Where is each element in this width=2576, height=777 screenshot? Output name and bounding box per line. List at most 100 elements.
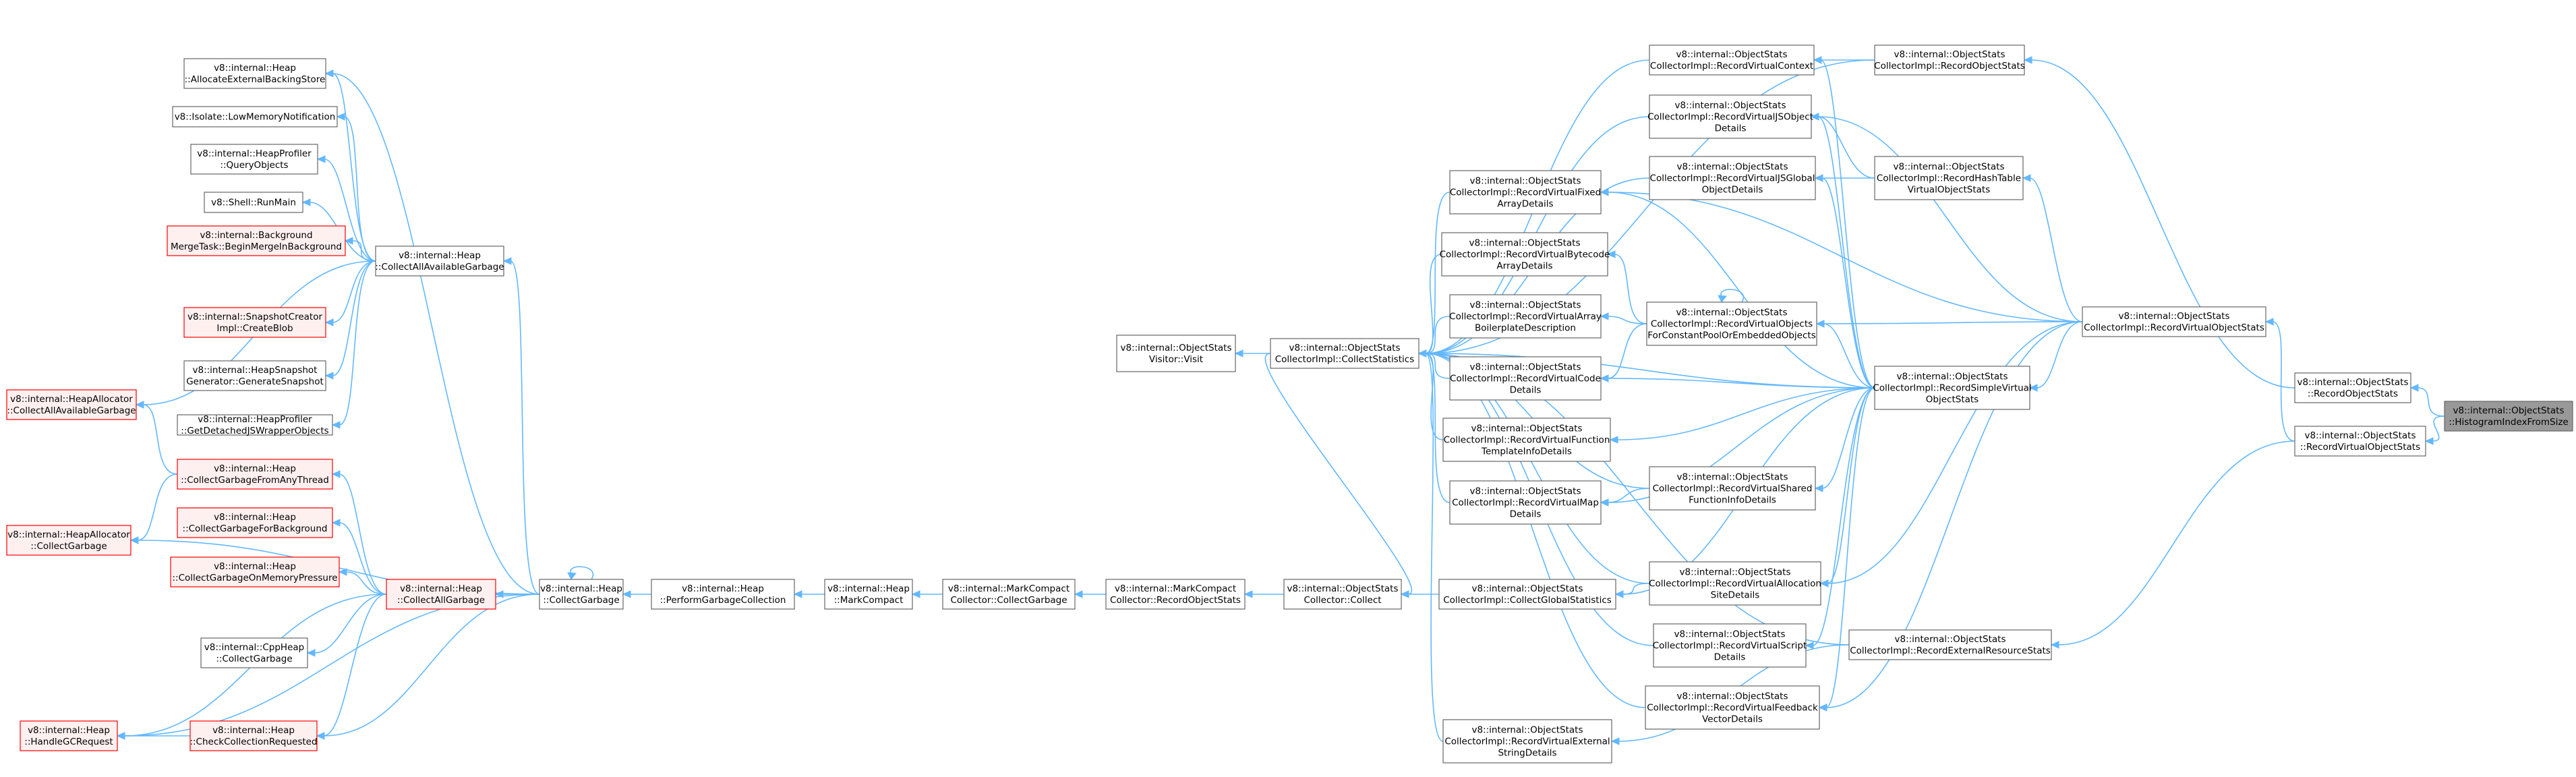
node-os_recordobjectstats[interactable]: v8::internal::ObjectStats::RecordObjectS… (2294, 372, 2411, 403)
edge-osci_recordobjectstats-to-os_recordobjectstats (2023, 56, 2295, 388)
node-osci_recordvirtualallocation[interactable]: v8::internal::ObjectStatsCollectorImpl::… (1649, 561, 1821, 606)
node-osci_recordvirtualfixed[interactable]: v8::internal::ObjectStatsCollectorImpl::… (1449, 170, 1602, 214)
node-heap_performgc[interactable]: v8::internal::Heap::PerformGarbageCollec… (651, 579, 795, 610)
node-label: CollectorImpl::RecordVirtualFeedback (1647, 703, 1818, 714)
edge-background_merge-to-heap_collectallavailable (344, 237, 376, 262)
edge-heap_collectgarbage-to-heap_performgc (622, 590, 651, 598)
node-label: v8::internal::ObjectStats (1471, 424, 1583, 434)
edge-heap_collectfromanythread-to-heap_collectallgarbage (331, 470, 387, 595)
node-osci_recordvirtualcode[interactable]: v8::internal::ObjectStatsCollectorImpl::… (1449, 356, 1602, 401)
node-label: v8::internal::ObjectStats (1469, 238, 1581, 249)
node-label: v8::internal::ObjectStats (1675, 100, 1786, 111)
node-label: CollectorImpl::RecordObjectStats (1874, 61, 2025, 71)
node-heap_collectallavailable[interactable]: v8::internal::Heap::CollectAllAvailableG… (375, 246, 504, 277)
node-osci_recordvirtualarray[interactable]: v8::internal::ObjectStatsCollectorImpl::… (1449, 294, 1602, 339)
node-osc_collect[interactable]: v8::internal::ObjectStatsCollector::Coll… (1283, 579, 1402, 610)
node-label: v8::internal::Heap (827, 583, 910, 594)
edge-osci_recordvirtualscript-to-osci_recordsimplevirtual (1805, 387, 1875, 650)
node-label: Details (1714, 652, 1746, 663)
node-osci_recordvirtualfunction[interactable]: v8::internal::ObjectStatsCollectorImpl::… (1442, 418, 1611, 462)
node-os_recordvirtualobjectstats[interactable]: v8::internal::ObjectStats::RecordVirtual… (2294, 426, 2426, 457)
node-heapprofiler_query[interactable]: v8::internal::HeapProfiler::QueryObjects (190, 144, 318, 175)
node-osci_recordvirtualshared[interactable]: v8::internal::ObjectStatsCollectorImpl::… (1649, 466, 1816, 511)
node-label: v8::internal::Heap (212, 725, 295, 736)
node-osci_recordvirtualobjectstats[interactable]: v8::internal::ObjectStatsCollectorImpl::… (2082, 306, 2266, 337)
node-heap_collectfromanythread[interactable]: v8::internal::Heap::CollectGarbageFromAn… (177, 459, 333, 490)
node-osci_recordvirtualexternalstring[interactable]: v8::internal::ObjectStatsCollectorImpl::… (1442, 719, 1612, 764)
edge-osci_recordvirtualmap-to-osci_recordvirtualshared (1600, 488, 1650, 507)
node-label: v8::Shell::RunMain (211, 198, 296, 208)
node-label: ::QueryObjects (220, 160, 288, 171)
node-snapshot_createblob[interactable]: v8::internal::SnapshotCreatorImpl::Creat… (183, 307, 326, 338)
node-label: ::CollectAllAvailableGarbage (375, 262, 504, 272)
edge-osci_recordvirtualallocation-to-osci_recordsimplevirtual (1819, 387, 1875, 587)
node-shell_runmain[interactable]: v8::Shell::RunMain (204, 192, 303, 213)
node-heapallocator_collectallavailable[interactable]: v8::internal::HeapAllocator::CollectAllA… (6, 389, 137, 420)
node-root[interactable]: v8::internal::ObjectStats::HistogramInde… (2444, 401, 2573, 432)
node-label: v8::internal::Heap (400, 583, 482, 594)
node-label: ArrayDetails (1497, 199, 1553, 210)
edge-osci_recordvirtualshared-to-osci_recordsimplevirtual (1814, 387, 1875, 492)
node-isolate_lowmemory[interactable]: v8::Isolate::LowMemoryNotification (172, 106, 338, 127)
edge-osci_recordvirtualcode-to-osci_recordvirtualobjectsforconstantpool (1600, 323, 1647, 382)
node-label: v8::internal::ObjectStats (2119, 311, 2230, 322)
edge-os_recordvirtualobjectstats-to-root (2424, 415, 2445, 445)
node-osci_recordvirtualscript[interactable]: v8::internal::ObjectStatsCollectorImpl::… (1653, 623, 1807, 668)
node-label: v8::internal::Heap (28, 725, 110, 736)
node-label: v8::Isolate::LowMemoryNotification (175, 112, 336, 123)
node-label: v8::internal::ObjectStats (1894, 49, 2006, 60)
node-label: ObjectStats (1926, 395, 1979, 405)
node-heap_allocateexternal[interactable]: v8::internal::Heap::AllocateExternalBack… (183, 58, 326, 89)
edge-osci_collectstatistics-to-osci_recordvirtualfunction (1417, 349, 1444, 440)
node-label: VirtualObjectStats (1908, 185, 1991, 196)
edge-osci_recordvirtualjsglobal-to-osci_recordsimplevirtual (1814, 174, 1875, 388)
edge-cppheap_collectgarbage-to-heap_collectallgarbage (306, 594, 387, 657)
node-label: ::HistogramIndexFromSize (2449, 417, 2568, 428)
node-heap_collectonmemorypressure[interactable]: v8::internal::Heap::CollectGarbageOnMemo… (170, 556, 340, 587)
node-osci_collectstatistics[interactable]: v8::internal::ObjectStatsCollectorImpl::… (1270, 338, 1419, 369)
node-cppheap_collectgarbage[interactable]: v8::internal::CppHeap::CollectGarbage (200, 637, 308, 668)
node-background_merge[interactable]: v8::internal::BackgroundMergeTask::Begin… (167, 225, 346, 256)
edge-heap_collectonmemorypressure-to-heap_collectallgarbage (338, 568, 387, 595)
node-heapsnapshot_generate[interactable]: v8::internal::HeapSnapshotGenerator::Gen… (183, 360, 326, 391)
node-label: ObjectDetails (1702, 185, 1763, 196)
node-label: v8::internal::ObjectStats (1897, 372, 2008, 382)
node-heap_collectforbackground[interactable]: v8::internal::Heap::CollectGarbageForBac… (177, 507, 333, 538)
node-mcc_recordobjectstats[interactable]: v8::internal::MarkCompactCollector::Reco… (1105, 579, 1246, 610)
edge-heapallocator_collectgarbage-to-heap_collectfromanythread (129, 473, 178, 544)
node-heapprofiler_getdetached[interactable]: v8::internal::HeapProfiler::GetDetachedJ… (177, 414, 333, 436)
node-osci_recordvirtualjsglobal[interactable]: v8::internal::ObjectStatsCollectorImpl::… (1649, 156, 1816, 200)
edge-osci_collectstatistics-to-osci_recordvirtualfeedback (1417, 349, 1646, 708)
node-label: CollectorImpl::RecordVirtualBytecode (1440, 250, 1610, 260)
node-osci_recordsimplevirtual[interactable]: v8::internal::ObjectStatsCollectorImpl::… (1873, 366, 2032, 410)
node-label: BoilerplateDescription (1475, 323, 1576, 334)
node-osci_recordexternalresource[interactable]: v8::internal::ObjectStatsCollectorImpl::… (1848, 629, 2052, 660)
node-label: Impl::CreateBlob (216, 323, 293, 334)
node-osci_recordvirtualobjectsforconstantpool[interactable]: v8::internal::ObjectStatsCollectorImpl::… (1646, 301, 1817, 346)
edge-isolate_lowmemory-to-heap_collectallavailable (336, 113, 376, 262)
node-osci_recordvirtualjsobject[interactable]: v8::internal::ObjectStatsCollectorImpl::… (1647, 94, 1813, 139)
node-heap_handlegcrequest[interactable]: v8::internal::Heap::HandleGCRequest (20, 720, 118, 751)
node-heap_collectallgarbage[interactable]: v8::internal::Heap::CollectAllGarbage (386, 579, 496, 610)
edge-heapsnapshot_generate-to-heap_collectallavailable (324, 260, 376, 380)
node-osci_recordvirtualbytecode[interactable]: v8::internal::ObjectStatsCollectorImpl::… (1440, 232, 1610, 277)
node-osci_recordvirtualcontext[interactable]: v8::internal::ObjectStatsCollectorImpl::… (1649, 45, 1815, 76)
node-osci_recordhashtable[interactable]: v8::internal::ObjectStatsCollectorImpl::… (1874, 156, 2024, 200)
node-label: v8::internal::MarkCompact (948, 583, 1070, 594)
node-label: CollectorImpl::RecordVirtualJSGlobal (1650, 173, 1815, 184)
node-osci_collectglobalstatistics[interactable]: v8::internal::ObjectStatsCollectorImpl::… (1438, 579, 1616, 610)
edge-heapprofiler_query-to-heap_collectallavailable (316, 155, 376, 262)
node-mcc_collectgarbage[interactable]: v8::internal::MarkCompactCollector::Coll… (942, 579, 1076, 610)
node-osci_recordobjectstats[interactable]: v8::internal::ObjectStatsCollectorImpl::… (1874, 45, 2025, 76)
node-heap_markcompact[interactable]: v8::internal::Heap::MarkCompact (824, 579, 913, 610)
edge-heap_collectgarbage-to-heap_collectgarbage (567, 566, 594, 580)
node-label: ::HandleGCRequest (24, 737, 113, 747)
node-heapallocator_collectgarbage[interactable]: v8::internal::HeapAllocator::CollectGarb… (6, 525, 131, 556)
node-heap_collectgarbage[interactable]: v8::internal::Heap::CollectGarbage (539, 579, 624, 610)
edge-osci_recordvirtualfeedback-to-osci_recordsimplevirtual (1818, 387, 1875, 712)
node-osci_recordvirtualmap[interactable]: v8::internal::ObjectStatsCollectorImpl::… (1449, 480, 1602, 525)
node-label: v8::internal::ObjectStats (1470, 486, 1581, 497)
node-heap_checkcollection[interactable]: v8::internal::Heap::CheckCollectionReque… (189, 720, 318, 751)
node-osci_recordvirtualfeedback[interactable]: v8::internal::ObjectStatsCollectorImpl::… (1645, 685, 1820, 730)
